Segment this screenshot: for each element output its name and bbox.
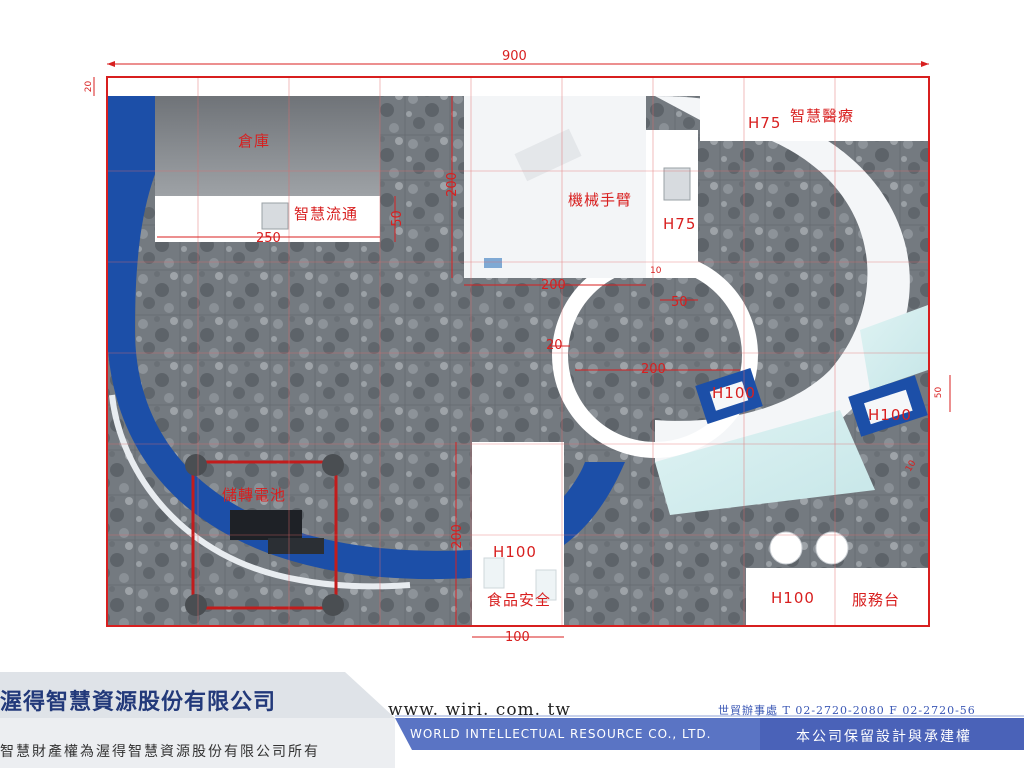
food-height-label: H100: [493, 543, 537, 561]
footer-band: [0, 672, 1024, 768]
food-label: 食品安全: [487, 591, 552, 609]
warehouse-label: 倉庫: [238, 132, 271, 150]
energy-post-tl: [185, 454, 207, 476]
robot-arm-machine: [514, 128, 582, 182]
robot-arm-base: [484, 258, 502, 268]
website-link[interactable]: www. wiri. com. tw: [388, 700, 571, 720]
measurement-grid: [107, 76, 929, 626]
office-contact: 世貿辦事處 T 02-2720-2080 F 02-2720-56: [718, 704, 976, 717]
ip-notice: 智慧財產權為渥得智慧資源股份有限公司所有: [0, 744, 320, 760]
floor-plan: [93, 61, 951, 638]
arm-height-label: H75: [663, 215, 697, 233]
warehouse-width-label: 250: [256, 231, 281, 246]
energy-battery: [230, 510, 302, 540]
kiosk1-label: H100: [712, 384, 756, 402]
top-right-panel: [700, 96, 929, 141]
service-height-label: H100: [771, 589, 815, 607]
logistics-label: 智慧流通: [294, 205, 359, 223]
medical-height-label: H75: [748, 114, 782, 132]
company-name-cn: 渥得智慧資源股份有限公司: [0, 690, 277, 715]
arm-gap-label: 10: [650, 266, 662, 276]
booth-outline: [106, 76, 930, 627]
food-counter-glass-2: [535, 569, 557, 601]
logistics-depth-label: 50: [389, 210, 405, 227]
arm-depth-label: 200: [444, 172, 460, 197]
energy-post-bl: [185, 594, 207, 616]
rights-notice: 本公司保留設計與承建權: [796, 729, 972, 745]
right-depth-label: 50: [934, 386, 945, 399]
logistics-screen: [261, 202, 289, 230]
kiosk-1-top: [709, 381, 749, 411]
robot-arm-room: [464, 96, 646, 278]
glass-side: [860, 305, 928, 390]
overall-width-label: 900: [502, 49, 527, 64]
food-counter-glass: [483, 557, 505, 589]
ring-thickness-label: 20: [546, 338, 563, 353]
food-depth-label: 200: [449, 524, 465, 549]
ring-diameter-label: 200: [641, 362, 666, 377]
glass-platform: [655, 410, 875, 515]
service-desk: [746, 568, 929, 626]
arm-width-label: 200: [541, 278, 566, 293]
robot-arm-label: 機械手臂: [568, 191, 633, 209]
service-label: 服務台: [852, 591, 901, 609]
robot-arm-panel: [646, 130, 698, 278]
company-name-en: WORLD INTELLECTUAL RESOURCE CO., LTD.: [410, 727, 712, 741]
energy-battery-side: [268, 538, 324, 554]
stool-2: [815, 531, 849, 565]
energy-post-tr: [322, 454, 344, 476]
medical-label: 智慧醫療: [790, 107, 855, 125]
energy-post-br: [322, 594, 344, 616]
kiosk-2-top: [863, 389, 913, 425]
energy-label: 儲轉電池: [222, 486, 287, 504]
curve-trim: [109, 394, 411, 590]
medical-depth-label: 50: [671, 295, 688, 310]
stool-1: [769, 531, 803, 565]
warehouse-block: [155, 96, 380, 196]
robot-arm-screen: [663, 167, 691, 201]
white-curve-wall: [655, 96, 910, 466]
food-width-label: 100: [505, 630, 530, 645]
top-margin-label: 20: [84, 80, 95, 93]
kiosk2-label: H100: [868, 406, 912, 424]
